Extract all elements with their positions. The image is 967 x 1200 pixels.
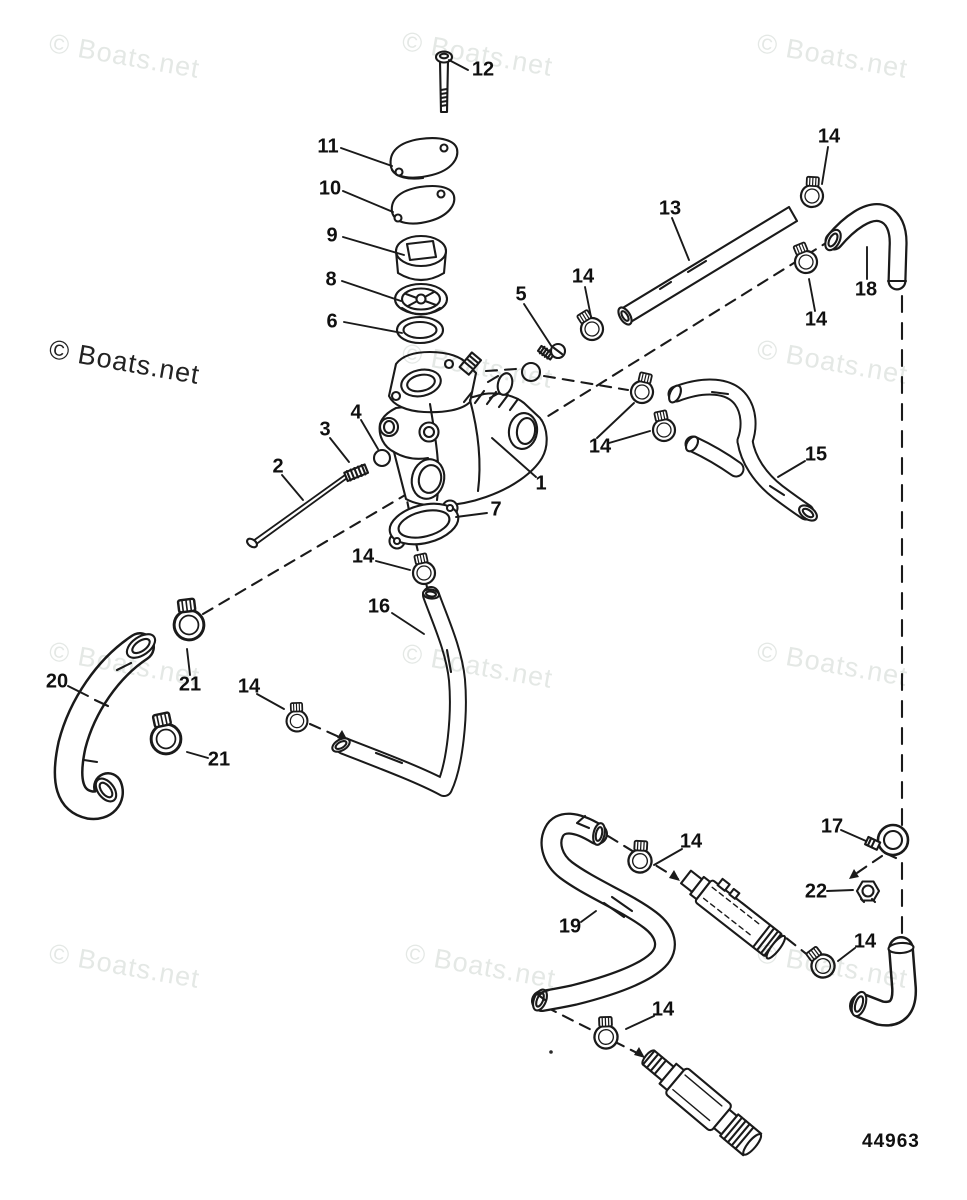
part-callout-18: 18 [854, 278, 878, 301]
part-callout-5: 5 [515, 283, 527, 306]
part-callout-1: 1 [535, 472, 547, 495]
part-callout-7: 7 [490, 498, 502, 521]
part-callout-14: 14 [237, 675, 261, 698]
part-callout-8: 8 [325, 268, 337, 291]
part-callout-17: 17 [820, 815, 844, 838]
part-callout-2: 2 [272, 455, 284, 478]
screw-5 [536, 342, 567, 361]
part-callout-4: 4 [350, 401, 362, 424]
part-callout-14: 14 [651, 998, 675, 1021]
part-callout-3: 3 [319, 418, 331, 441]
part-callout-19: 19 [558, 915, 582, 938]
drain-screw-3 [343, 463, 370, 483]
gasket-7 [388, 499, 460, 550]
gasket-10 [390, 184, 456, 225]
part-callout-22: 22 [804, 880, 828, 903]
part-callout-14: 14 [571, 265, 595, 288]
nut-22 [855, 880, 881, 904]
bolt-12 [434, 50, 454, 114]
part-callout-21: 21 [178, 673, 202, 696]
part-callout-11: 11 [317, 135, 339, 158]
part-callout-10: 10 [318, 177, 342, 200]
hose-16 [331, 586, 467, 797]
part-callout-14: 14 [853, 930, 877, 953]
hose-18 [824, 203, 908, 291]
seal-6 [395, 315, 445, 345]
part-callout-21: 21 [207, 748, 231, 771]
cover-plate-11 [389, 137, 459, 180]
ball-4 [372, 448, 392, 468]
part-callout-16: 16 [367, 595, 391, 618]
part-callout-14: 14 [804, 308, 828, 331]
anchor-pin-2 [246, 469, 355, 549]
part-callout-12: 12 [471, 58, 495, 81]
elbow-hose-lower-right [849, 936, 918, 1027]
hose-19 [531, 812, 676, 1012]
part-callout-14: 14 [679, 830, 703, 853]
part-callout-14: 14 [588, 435, 612, 458]
part-callout-15: 15 [804, 443, 828, 466]
tube-13 [617, 205, 799, 326]
spacer-9 [394, 234, 448, 282]
pump-fitting [641, 1049, 763, 1157]
part-callout-9: 9 [326, 224, 338, 247]
part-callout-14: 14 [817, 125, 841, 148]
part-callout-13: 13 [658, 197, 682, 220]
thermostat-8 [393, 282, 449, 316]
hose-20 [53, 632, 157, 821]
part-callout-20: 20 [45, 670, 69, 693]
stray-dot [549, 1050, 553, 1054]
drawing-number: 44963 [862, 1131, 920, 1152]
ball-5a [520, 361, 542, 383]
callout-leader-lines [67, 59, 868, 1030]
part-callout-14: 14 [351, 545, 375, 568]
loop-clamp-17 [864, 823, 910, 860]
hose-15 [667, 378, 818, 522]
thermostat-housing-1 [378, 350, 548, 507]
part-callout-6: 6 [326, 310, 338, 333]
valve-assembly [680, 869, 787, 960]
